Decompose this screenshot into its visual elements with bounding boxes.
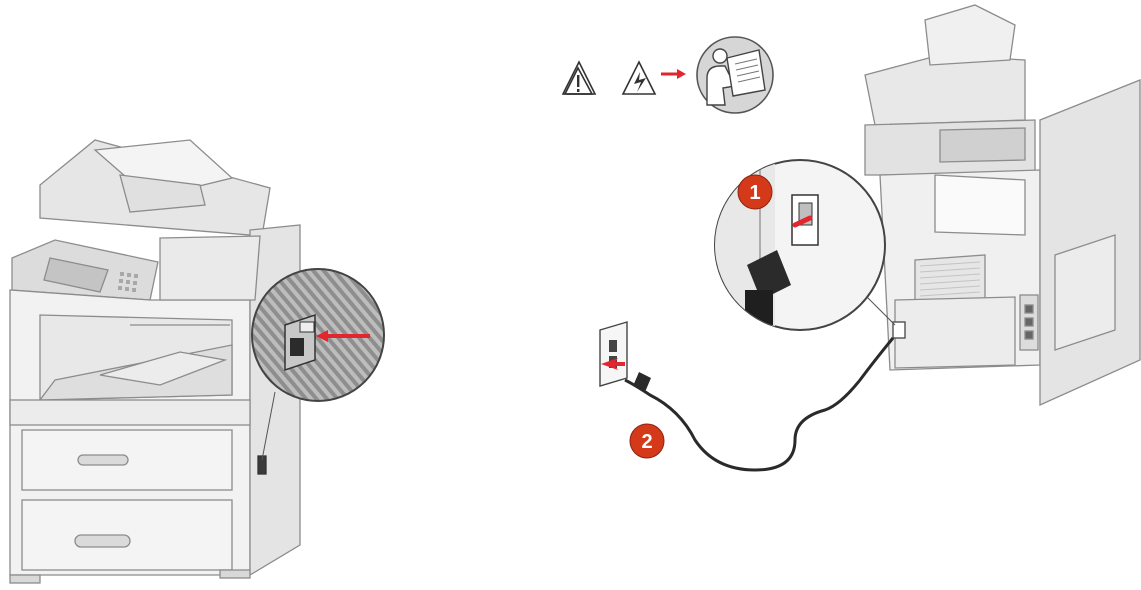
rear-view-illustration: 1 2 — [555, 0, 1141, 590]
rear-view-svg: 1 2 — [555, 0, 1141, 590]
scanner-rear — [865, 55, 1025, 125]
tray-2 — [22, 500, 232, 570]
wall-outlet — [600, 322, 627, 386]
front-view-illustration — [0, 0, 400, 590]
warning-triangle-icon — [563, 62, 595, 94]
wall-plug — [633, 372, 651, 392]
step-1-label: 1 — [749, 182, 760, 204]
adf-rear — [925, 5, 1015, 65]
read-manual-icon — [697, 37, 773, 113]
printer-rear — [865, 5, 1140, 405]
side-body — [1040, 80, 1140, 405]
plug-callout — [715, 150, 885, 340]
electrical-shock-warning-icon — [623, 62, 655, 94]
arrow-right-icon — [661, 69, 686, 79]
step-1-badge: 1 — [738, 175, 772, 209]
step-2-label: 2 — [641, 431, 652, 453]
power-cable — [625, 338, 893, 470]
step-2-badge: 2 — [630, 424, 664, 458]
front-view-svg — [0, 0, 400, 590]
